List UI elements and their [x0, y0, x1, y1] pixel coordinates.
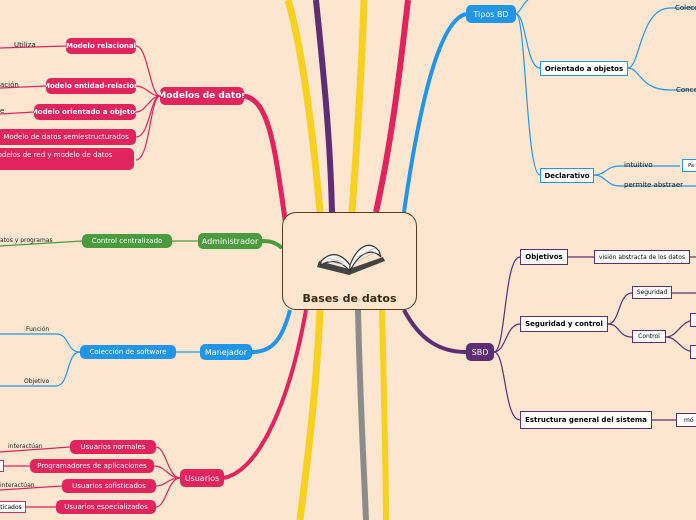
node-usuarios-especializados[interactable]: Usuarios especializados [56, 500, 156, 514]
node-modelo-semiestructurados[interactable]: Modelo de datos semiestructurados [0, 129, 136, 145]
yellow-branch-top-left [284, 0, 324, 213]
node-estructura-general[interactable]: Estructura general del sistema [520, 411, 652, 429]
central-title: Bases de datos [302, 292, 397, 305]
node-programadores-aplicaciones[interactable]: Programadores de aplicaciones [30, 459, 154, 473]
link-tipos [402, 12, 467, 213]
node-declarativo[interactable]: Declarativo [540, 168, 594, 183]
yellow-branch-top-right [348, 0, 368, 213]
link-usuarios [223, 309, 308, 480]
edge-label-interactuan-1: interactúan [8, 443, 43, 450]
node-coleccion-software[interactable]: Colección de software [80, 345, 176, 359]
node-objetivos[interactable]: Objetivos [520, 249, 568, 265]
label-conce: Conce [676, 86, 696, 94]
topic-usuarios[interactable]: Usuarios [180, 469, 224, 487]
gray-branch-bottom [355, 309, 369, 520]
node-truncated-pa[interactable]: Pa [682, 159, 696, 172]
node-modelo-entidad-relacion[interactable]: Modelo entidad-relación [46, 78, 136, 94]
central-topic[interactable]: Bases de datos [282, 212, 417, 310]
link-modelos [243, 93, 289, 227]
node-vision-abstracta[interactable]: visión abstracta de los datos [594, 250, 690, 264]
edge-label-e: e [0, 107, 5, 115]
node-truncated-programadores[interactable] [0, 460, 4, 472]
edge-label-utiliza: Utiliza [14, 41, 36, 49]
node-seguridad[interactable]: Seguridad [632, 286, 672, 299]
edge-label-relacion: ación [0, 81, 19, 89]
label-colecc: Colecc [675, 4, 696, 12]
node-truncated-control-b[interactable] [690, 345, 696, 359]
topic-manejador[interactable]: Manejador [200, 344, 252, 360]
yellow-branch-bottom-right [379, 309, 389, 520]
topic-administrador[interactable]: Administrador [198, 233, 262, 249]
node-usuarios-sofisticados[interactable]: Usuarios sofisticados [62, 479, 156, 493]
node-truncated-mo[interactable]: mó [676, 413, 696, 427]
edge-label-funcion: Función [26, 326, 50, 333]
node-usuarios-normales[interactable]: Usuarios normales [70, 440, 156, 454]
node-seguridad-y-control[interactable]: Seguridad y control [520, 316, 608, 332]
edge-label-objetivo: Objetivo [24, 378, 50, 385]
label-permite-abstraer: permite abstraer [624, 181, 684, 189]
topic-modelos-de-datos[interactable]: Modelos de datos [160, 87, 244, 105]
edge-label-interactuan-2: interactúan [0, 482, 35, 489]
yellow-branch-bottom-left [296, 309, 324, 520]
open-book-icon [317, 244, 385, 275]
node-truncated-control-a[interactable] [690, 313, 696, 327]
link-sbd [402, 309, 467, 354]
topic-tipos-bd[interactable]: Tipos BD [466, 5, 516, 23]
node-modelos-de-red[interactable]: Modelos de red y modelo de datos [0, 148, 134, 170]
node-control[interactable]: Control [632, 330, 666, 343]
magenta-branch-top [373, 0, 411, 213]
edge-label-datos-programas: atos y programas [0, 237, 53, 244]
link-manejador [251, 309, 292, 354]
node-modelo-orientado-objetos[interactable]: Modelo orientado a objetos [34, 104, 136, 120]
node-control-centralizado[interactable]: Control centralizado [82, 234, 172, 248]
node-truncated-especializados[interactable]: ticados [0, 501, 26, 513]
node-orientado-a-objetos[interactable]: Orientado a objetos [540, 61, 628, 76]
purple-branch-top [313, 0, 335, 213]
link-administrador [261, 239, 284, 250]
label-intuitivo: intuitivo [624, 161, 653, 169]
node-modelo-relacional[interactable]: Modelo relacional [66, 38, 136, 54]
topic-sbd[interactable]: SBD [466, 343, 494, 361]
